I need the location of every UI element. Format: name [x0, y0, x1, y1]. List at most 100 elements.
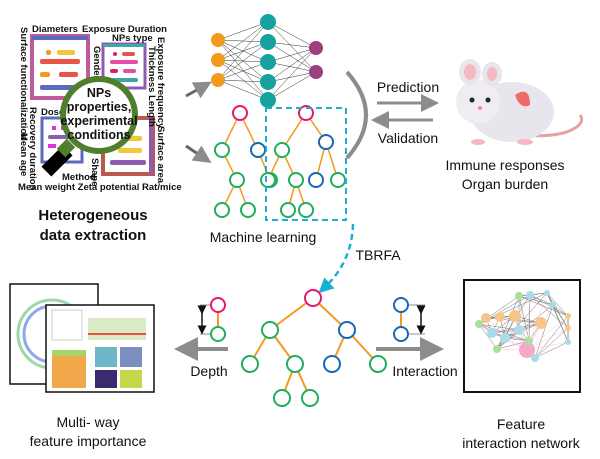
nn-edge: [217, 41, 269, 81]
tree-node: [308, 172, 324, 188]
nn-edge: [267, 21, 317, 73]
importance-label: Multi- way: [56, 414, 119, 430]
network-edge: [546, 292, 569, 329]
decision-trees: [214, 105, 346, 218]
arrow-to-trees: [185, 144, 212, 163]
nn-edge: [267, 47, 317, 101]
nn-edge: [217, 79, 269, 101]
depth-label: Depth: [190, 363, 227, 379]
tree-node: [304, 289, 322, 307]
nn-edge: [267, 61, 317, 73]
network-label: Feature: [497, 416, 545, 432]
tbrfa-label: TBRFA: [355, 247, 401, 263]
tree-node: [214, 202, 230, 218]
nn-edge: [217, 21, 269, 81]
nn-node: [309, 65, 323, 79]
nn-edge: [267, 47, 317, 83]
nn-edge: [267, 41, 317, 49]
network-node: [565, 339, 571, 345]
network-edge: [552, 304, 569, 329]
network-edge: [518, 295, 554, 306]
network-node: [526, 291, 534, 299]
feature-importance-figure: [9, 283, 155, 393]
label-gender: Gender: [91, 46, 102, 80]
tree-node: [261, 321, 279, 339]
nn-edge: [267, 47, 317, 63]
nn-node: [309, 41, 323, 55]
network-edge: [529, 294, 554, 306]
tree-node: [301, 389, 319, 407]
network-edge: [534, 327, 569, 359]
network-edge: [552, 304, 569, 343]
label-mean-age: Mean age: [18, 133, 29, 176]
label-nps-type: NPs type: [112, 33, 153, 44]
arrow-to-nn: [185, 81, 212, 99]
network-node: [535, 317, 547, 329]
network-edge: [528, 294, 531, 342]
prediction-label: Prediction: [377, 79, 439, 95]
tree-node: [241, 355, 259, 373]
network-node: [531, 354, 539, 362]
network-node: [493, 345, 501, 353]
network-edge: [526, 315, 569, 351]
nn-node: [211, 73, 225, 87]
network-node: [519, 342, 535, 358]
interaction-label: Interaction: [392, 363, 457, 379]
network-edge: [546, 292, 569, 317]
tree-node: [286, 355, 304, 373]
magnifier: NPs properties, experimental conditions: [41, 76, 138, 177]
selected-tree-box: [265, 107, 347, 221]
network-node: [515, 292, 523, 300]
tree-node: [288, 172, 304, 188]
ml-label: Machine learning: [210, 229, 317, 245]
network-node: [544, 290, 550, 296]
network-node: [550, 302, 556, 308]
magnifier-text: NPs: [87, 86, 111, 100]
network-edge: [534, 341, 569, 359]
tree-node: [369, 355, 387, 373]
nn-edge: [267, 71, 317, 83]
nn-node: [211, 33, 225, 47]
nn-edge: [217, 39, 269, 101]
loop-arc: [345, 70, 368, 160]
nn-node: [211, 53, 225, 67]
tree-node: [273, 389, 291, 407]
tree-node: [229, 172, 245, 188]
network-edge: [529, 294, 569, 329]
neural-network: [211, 14, 323, 108]
tree-node: [250, 142, 266, 158]
network-label: interaction network: [462, 435, 581, 451]
main-tree: [241, 289, 387, 407]
nn-node: [260, 14, 276, 30]
magnifier-text: experimental: [60, 114, 137, 128]
nn-edge: [267, 41, 317, 73]
tree-node: [280, 202, 296, 218]
network-edge: [529, 294, 569, 317]
tree-node: [318, 134, 334, 150]
tree-node: [298, 105, 314, 121]
network-node: [565, 313, 571, 319]
label-diameters: Diameters: [32, 24, 78, 35]
tree-node: [338, 321, 356, 339]
network-node: [495, 312, 505, 322]
tree-node: [323, 355, 341, 373]
outcome-line: Organ burden: [462, 176, 548, 192]
network-node: [565, 325, 571, 331]
magnifier-text: properties,: [67, 100, 132, 114]
network-node: [525, 337, 533, 345]
label-bottom-row: Mean weight Zeta potential Rat/mice: [18, 182, 182, 193]
label-surface-functionalization: Surface functionalization: [18, 27, 29, 140]
mouse-illustration: [456, 59, 584, 145]
label-dose: Dose: [41, 107, 64, 118]
magnifier-text: conditions: [67, 128, 130, 142]
network-edge: [518, 295, 569, 317]
tree-node: [240, 202, 256, 218]
outcome-line: Immune responses: [445, 157, 564, 173]
nn-node: [260, 92, 276, 108]
interaction-illustration: [393, 297, 426, 342]
network-edge: [496, 340, 530, 350]
validation-label: Validation: [378, 130, 438, 146]
label-surface-area: Surface area: [155, 126, 166, 184]
feature-interaction-network-figure: [463, 279, 581, 393]
